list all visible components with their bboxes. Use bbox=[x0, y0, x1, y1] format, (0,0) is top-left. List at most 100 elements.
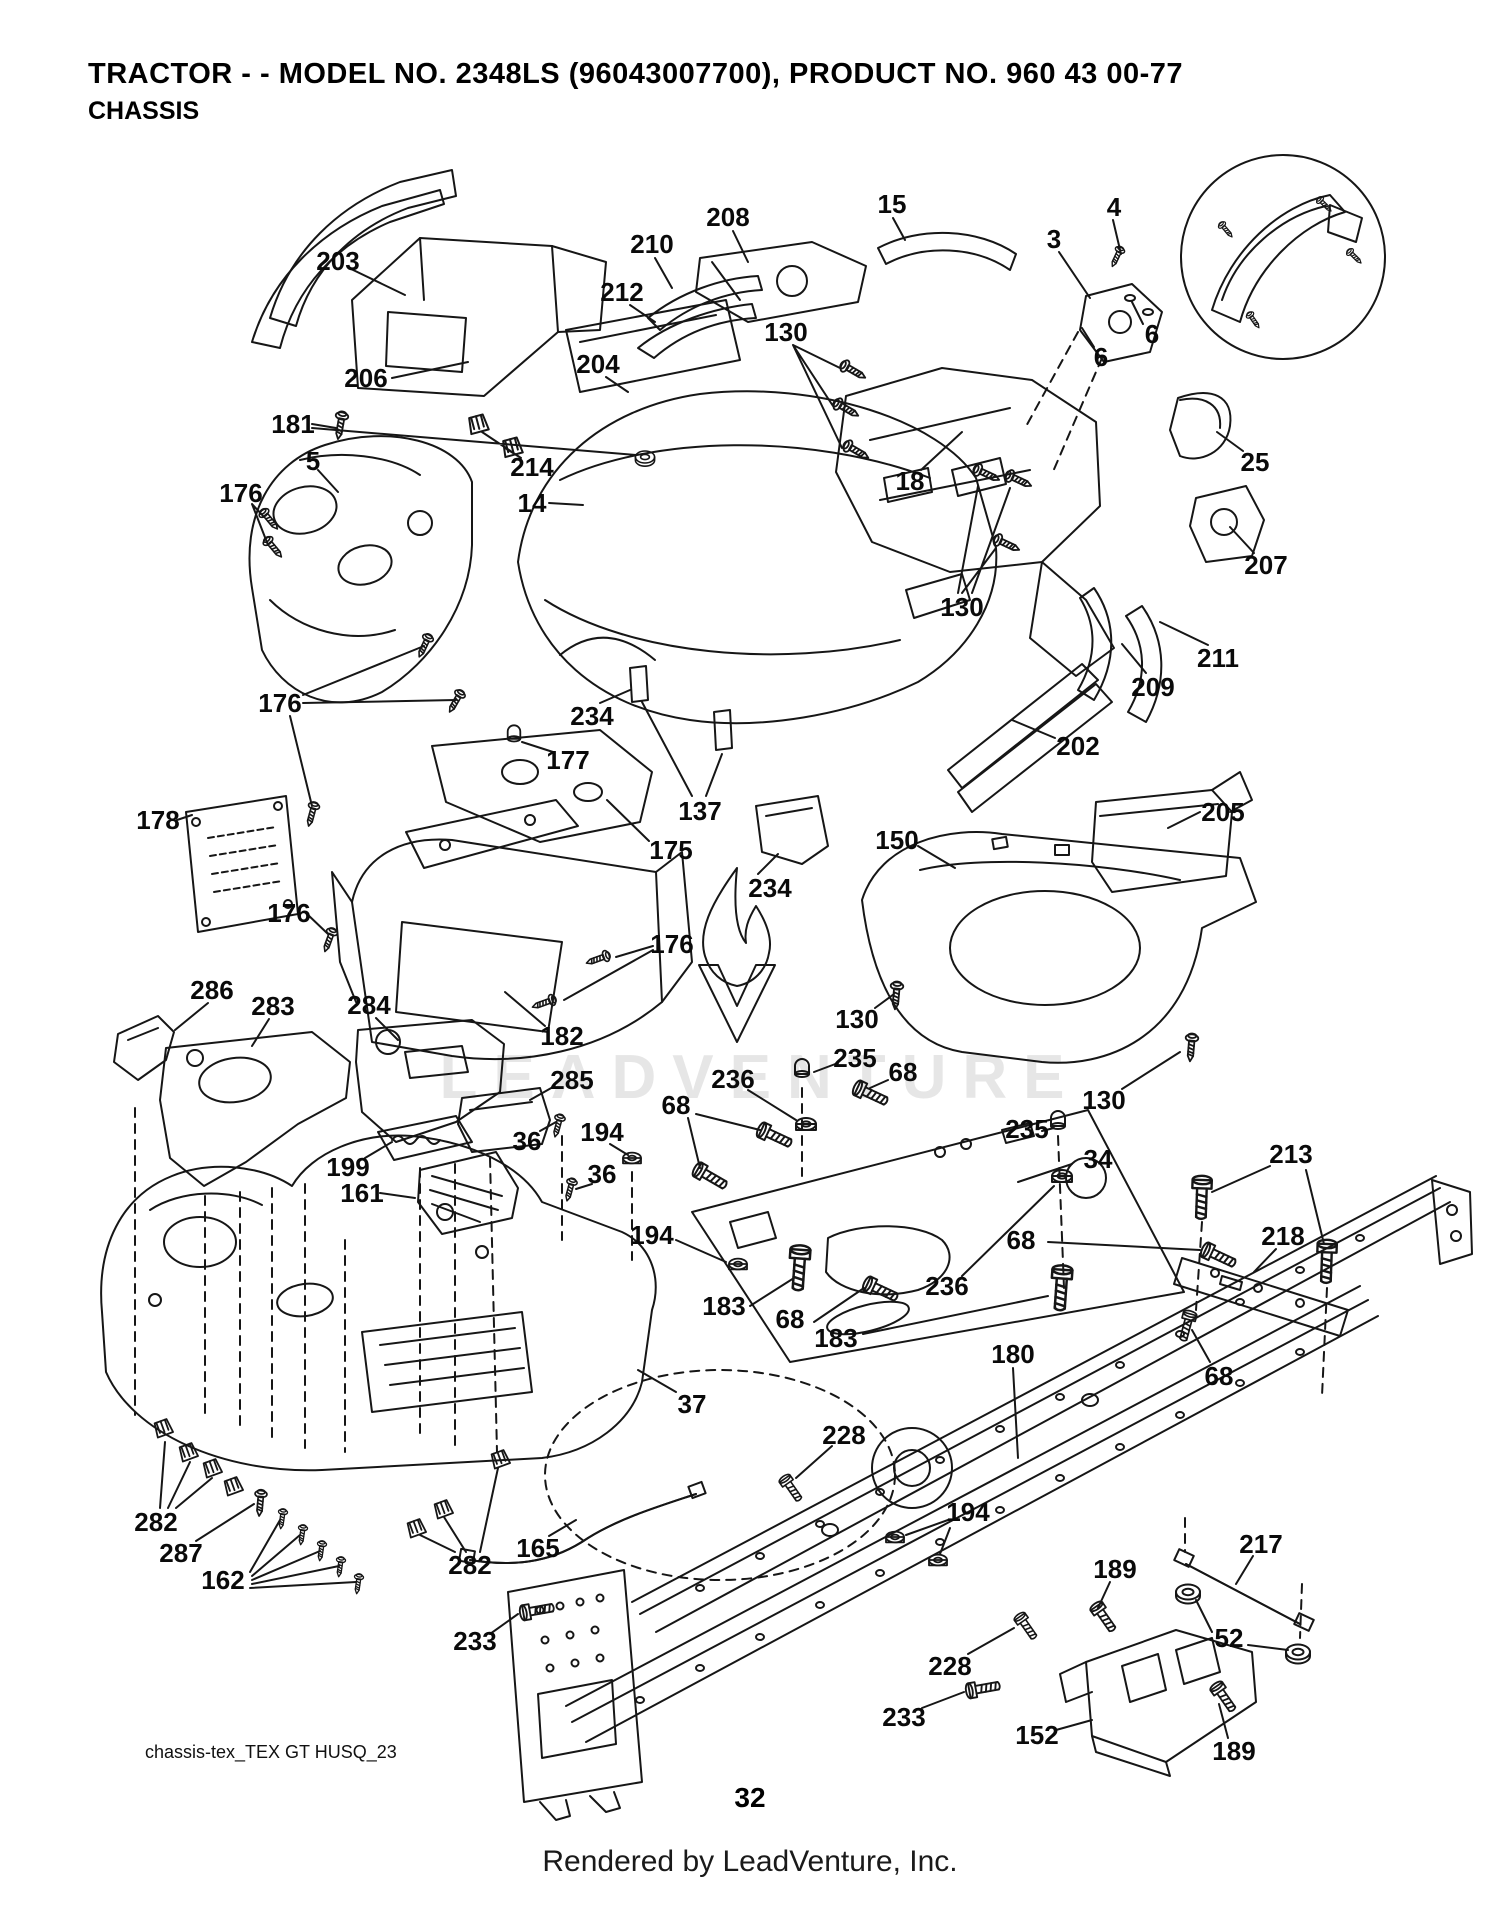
part-label-161: 161 bbox=[340, 1178, 383, 1208]
part-cable-165 bbox=[458, 1480, 707, 1565]
part-label-6: 6 bbox=[1094, 342, 1108, 372]
part-label-165: 165 bbox=[516, 1533, 559, 1563]
diagram-artwork bbox=[100, 154, 1473, 1821]
part-label-214: 214 bbox=[510, 452, 554, 482]
part-drag-link-217 bbox=[1173, 1548, 1315, 1632]
flame-logo-icon bbox=[702, 867, 771, 987]
part-label-18: 18 bbox=[896, 466, 925, 496]
part-label-175: 175 bbox=[649, 835, 692, 865]
part-windshield-trim-15 bbox=[877, 231, 1017, 271]
part-label-234: 234 bbox=[748, 873, 792, 903]
bolt-183 bbox=[1048, 1263, 1074, 1313]
spacer-228 bbox=[777, 1471, 806, 1505]
drawing-code: chassis-tex_TEX GT HUSQ_23 bbox=[145, 1742, 397, 1762]
part-label-137: 137 bbox=[678, 796, 721, 826]
part-label-52: 52 bbox=[1215, 1623, 1244, 1653]
washers-6 bbox=[1124, 294, 1154, 316]
part-label-25: 25 bbox=[1241, 447, 1270, 477]
part-label-4: 4 bbox=[1107, 192, 1122, 222]
part-label-235: 235 bbox=[833, 1043, 876, 1073]
part-label-236: 236 bbox=[711, 1064, 754, 1094]
part-label-233: 233 bbox=[882, 1702, 925, 1732]
page-title: TRACTOR - - MODEL NO. 2348LS (9604300770… bbox=[88, 58, 1184, 90]
part-label-183: 183 bbox=[702, 1291, 745, 1321]
part-vent-plate-178 bbox=[185, 795, 299, 933]
part-label-282: 282 bbox=[134, 1507, 177, 1537]
part-bracket-206 bbox=[351, 237, 607, 397]
part-label-68: 68 bbox=[776, 1304, 805, 1334]
part-hood-14 bbox=[517, 390, 998, 725]
part-label-150: 150 bbox=[875, 825, 918, 855]
part-bracket-286 bbox=[113, 1015, 175, 1081]
page-header: TRACTOR - - MODEL NO. 2348LS (9604300770… bbox=[88, 58, 1428, 126]
nut-194 bbox=[885, 1530, 905, 1544]
part-label-189: 189 bbox=[1093, 1554, 1136, 1584]
part-label-176: 176 bbox=[267, 898, 310, 928]
part-label-130: 130 bbox=[1082, 1085, 1125, 1115]
bolt-213 bbox=[1190, 1174, 1214, 1221]
part-label-194: 194 bbox=[946, 1497, 990, 1527]
grommet-52 bbox=[1285, 1643, 1311, 1665]
part-label-68: 68 bbox=[889, 1057, 918, 1087]
part-label-217: 217 bbox=[1239, 1529, 1282, 1559]
part-grille-top-203 bbox=[251, 169, 457, 349]
part-label-236: 236 bbox=[925, 1271, 968, 1301]
render-credit: Rendered by LeadVenture, Inc. bbox=[542, 1845, 958, 1878]
part-label-282: 282 bbox=[448, 1550, 491, 1580]
pushpin-181 bbox=[330, 409, 350, 442]
part-label-152: 152 bbox=[1015, 1720, 1058, 1750]
nut-194 bbox=[728, 1257, 748, 1271]
part-label-177: 177 bbox=[546, 745, 589, 775]
part-label-212: 212 bbox=[600, 277, 643, 307]
part-label-6: 6 bbox=[1145, 319, 1159, 349]
bolt-68 bbox=[753, 1120, 796, 1152]
part-label-162: 162 bbox=[201, 1565, 244, 1595]
part-label-199: 199 bbox=[326, 1152, 369, 1182]
part-grille-202 bbox=[947, 663, 1113, 813]
part-lens-housing-207 bbox=[1189, 485, 1265, 563]
part-label-36: 36 bbox=[513, 1126, 542, 1156]
capnut-177 bbox=[506, 724, 522, 743]
part-label-285: 285 bbox=[550, 1065, 593, 1095]
spacer-228 bbox=[1012, 1609, 1041, 1643]
detail-circle-headlight bbox=[1180, 154, 1386, 360]
part-bracket-175 bbox=[405, 799, 579, 869]
part-label-176: 176 bbox=[219, 478, 262, 508]
part-label-213: 213 bbox=[1269, 1139, 1312, 1169]
part-trim-209 bbox=[1077, 587, 1113, 701]
bolt-233 bbox=[963, 1677, 1002, 1700]
part-label-130: 130 bbox=[764, 317, 807, 347]
part-label-37: 37 bbox=[678, 1389, 707, 1419]
part-bumper-18 bbox=[835, 367, 1115, 677]
bolt-189 bbox=[1087, 1598, 1120, 1636]
part-label-286: 286 bbox=[190, 975, 233, 1005]
part-label-194: 194 bbox=[580, 1117, 624, 1147]
screw-4 bbox=[1107, 244, 1127, 270]
part-label-3: 3 bbox=[1047, 224, 1061, 254]
part-hood-insert-204 bbox=[565, 299, 741, 393]
part-label-180: 180 bbox=[991, 1339, 1034, 1369]
part-label-209: 209 bbox=[1131, 672, 1174, 702]
section-title: CHASSIS bbox=[88, 97, 200, 125]
part-label-68: 68 bbox=[662, 1090, 691, 1120]
part-seat-plate-34 bbox=[691, 1109, 1185, 1363]
nut-194 bbox=[928, 1553, 948, 1567]
part-strip-137 bbox=[713, 709, 733, 751]
part-skid-plate-152 bbox=[1059, 1629, 1257, 1777]
part-vent-199 bbox=[377, 1115, 473, 1161]
part-label-194: 194 bbox=[630, 1220, 674, 1250]
part-label-283: 283 bbox=[251, 991, 294, 1021]
part-label-36: 36 bbox=[588, 1159, 617, 1189]
part-label-183: 183 bbox=[814, 1323, 857, 1353]
part-trim-211 bbox=[1125, 605, 1163, 723]
part-label-130: 130 bbox=[835, 1004, 878, 1034]
clip-214 bbox=[466, 412, 490, 436]
clips-282 bbox=[152, 1417, 511, 1539]
part-label-176: 176 bbox=[650, 929, 693, 959]
part-label-203: 203 bbox=[316, 246, 359, 276]
part-label-34: 34 bbox=[1084, 1144, 1113, 1174]
cable-route-dashes bbox=[544, 1369, 896, 1581]
part-label-205: 205 bbox=[1201, 797, 1244, 827]
